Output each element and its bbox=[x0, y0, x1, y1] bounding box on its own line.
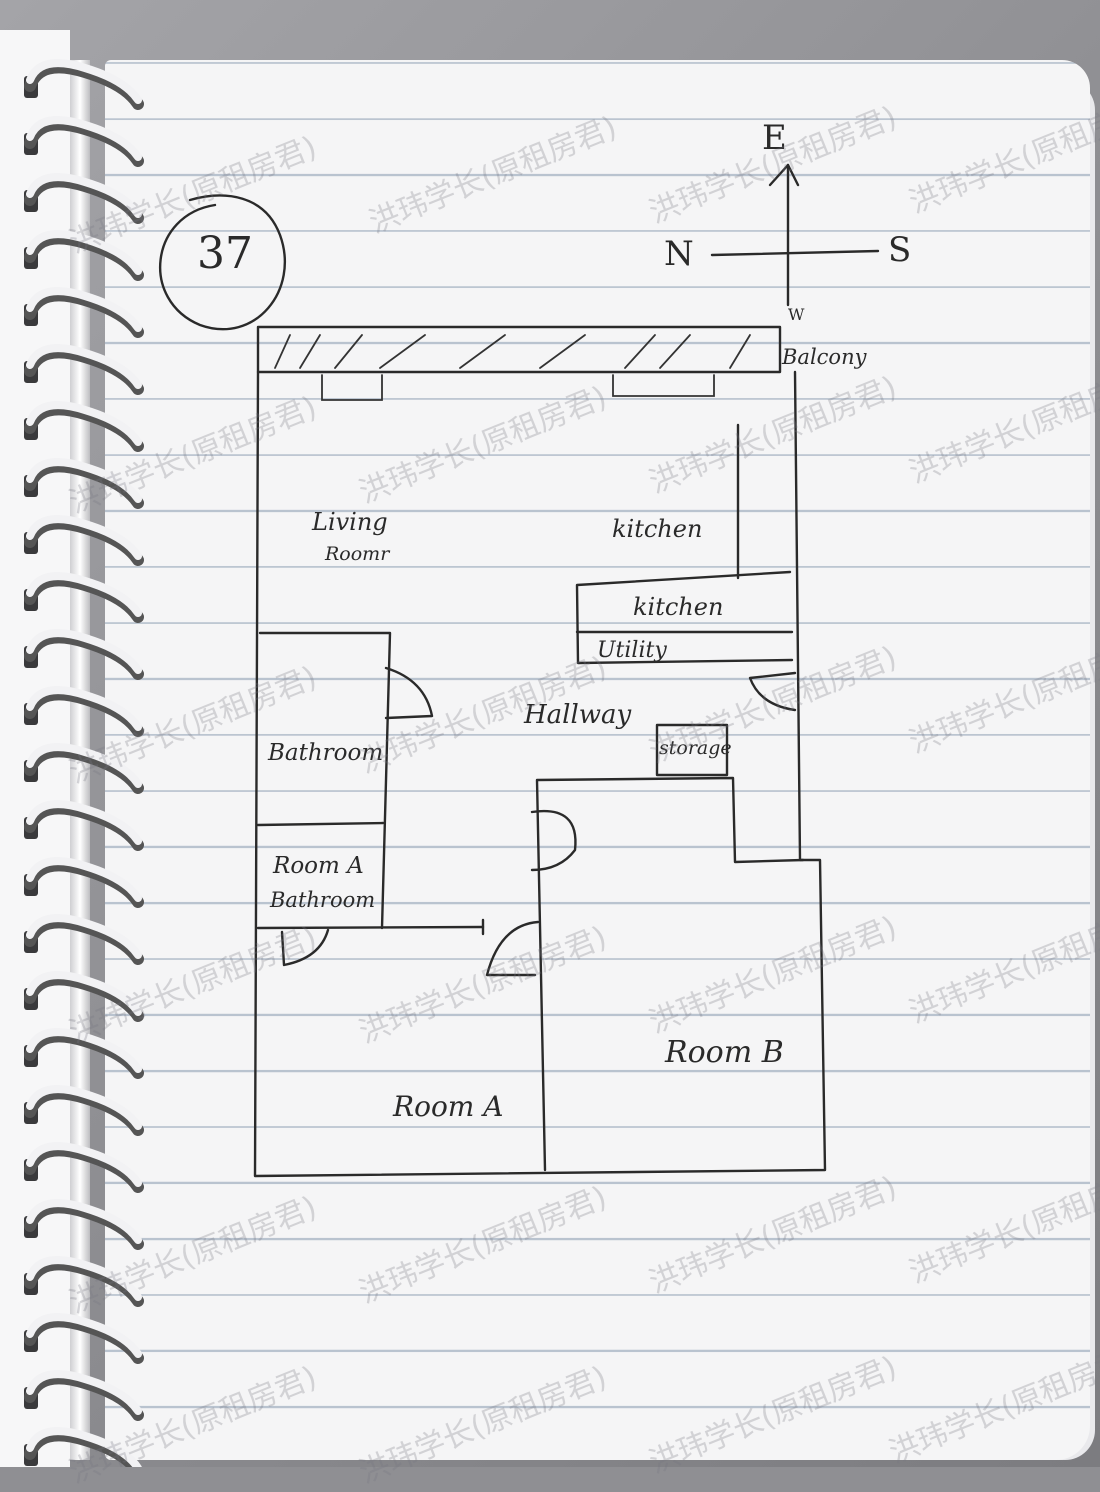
room-a-label: Room A bbox=[393, 1090, 504, 1123]
spiral-ring bbox=[24, 1256, 144, 1307]
bathroom-door-swing bbox=[384, 666, 434, 720]
kitchen-counter-block bbox=[575, 570, 794, 665]
spiral-ring bbox=[24, 1427, 142, 1467]
spiral-ring bbox=[24, 173, 144, 224]
room-a-door-swing bbox=[485, 920, 540, 977]
compass-east-label: E bbox=[762, 118, 787, 158]
compass-north-label: N bbox=[664, 234, 694, 274]
spiral-ring bbox=[24, 116, 144, 167]
kitchen-label: kitchen bbox=[612, 515, 703, 543]
spiral-ring bbox=[24, 1085, 144, 1136]
page-number: 37 bbox=[197, 228, 253, 279]
room-a-top-wall bbox=[256, 925, 485, 930]
spiral-ring bbox=[24, 401, 144, 452]
room-a-bathroom-label-line1: Room A bbox=[273, 853, 364, 879]
balcony-outline bbox=[256, 325, 782, 374]
spiral-ring bbox=[24, 1028, 144, 1079]
hallway-label: Hallway bbox=[524, 700, 632, 730]
spiral-ring bbox=[24, 800, 144, 851]
spiral-ring bbox=[24, 515, 144, 566]
spiral-ring bbox=[24, 59, 144, 110]
living-room-label-line2: Roomr bbox=[325, 543, 390, 565]
spiral-ring bbox=[24, 686, 144, 737]
compass-south-label: S bbox=[888, 230, 912, 270]
bathroom-divider bbox=[256, 821, 385, 827]
room-a-bath-door-swing bbox=[280, 928, 330, 967]
living-room-label-line1: Living bbox=[312, 508, 388, 536]
spiral-ring bbox=[24, 857, 144, 908]
spiral-ring bbox=[24, 458, 144, 509]
utility-label: Utility bbox=[597, 638, 667, 663]
spiral-ring bbox=[24, 1313, 144, 1364]
compass-arrow-head bbox=[768, 163, 800, 187]
balcony-label: Balcony bbox=[782, 345, 867, 369]
spiral-ring bbox=[24, 914, 144, 965]
compass-west-label: W bbox=[788, 305, 805, 324]
spiral-ring bbox=[24, 1142, 144, 1193]
window-right bbox=[612, 374, 715, 397]
spiral-ring bbox=[24, 344, 144, 395]
spiral-ring bbox=[24, 287, 144, 338]
spiral-ring bbox=[24, 230, 144, 281]
page-number-circle bbox=[159, 194, 286, 331]
room-b-door-swing bbox=[530, 809, 577, 872]
room-b-label: Room B bbox=[665, 1035, 784, 1070]
spiral-ring bbox=[24, 743, 144, 794]
spiral-ring bbox=[24, 971, 144, 1022]
spiral-ring bbox=[24, 1199, 144, 1250]
room-a-bathroom-label-line2: Bathroom bbox=[270, 888, 376, 912]
kitchen-counter-label: kitchen bbox=[633, 593, 724, 621]
entrance-door-swing bbox=[748, 671, 797, 712]
outer-wall bbox=[253, 370, 827, 1178]
spiral-ring bbox=[24, 572, 144, 623]
spiral-ring bbox=[24, 1370, 144, 1421]
bathroom-walls bbox=[258, 631, 392, 930]
bathroom-label: Bathroom bbox=[268, 740, 384, 766]
balcony-hatching bbox=[274, 334, 751, 369]
compass-horizontal-line bbox=[710, 249, 880, 257]
room-b-walls bbox=[535, 776, 805, 1172]
spiral-ring bbox=[24, 629, 144, 680]
storage-label: storage bbox=[659, 737, 732, 759]
notebook-page bbox=[105, 60, 1090, 1460]
storage-closet bbox=[655, 723, 729, 777]
window-left bbox=[321, 374, 383, 401]
